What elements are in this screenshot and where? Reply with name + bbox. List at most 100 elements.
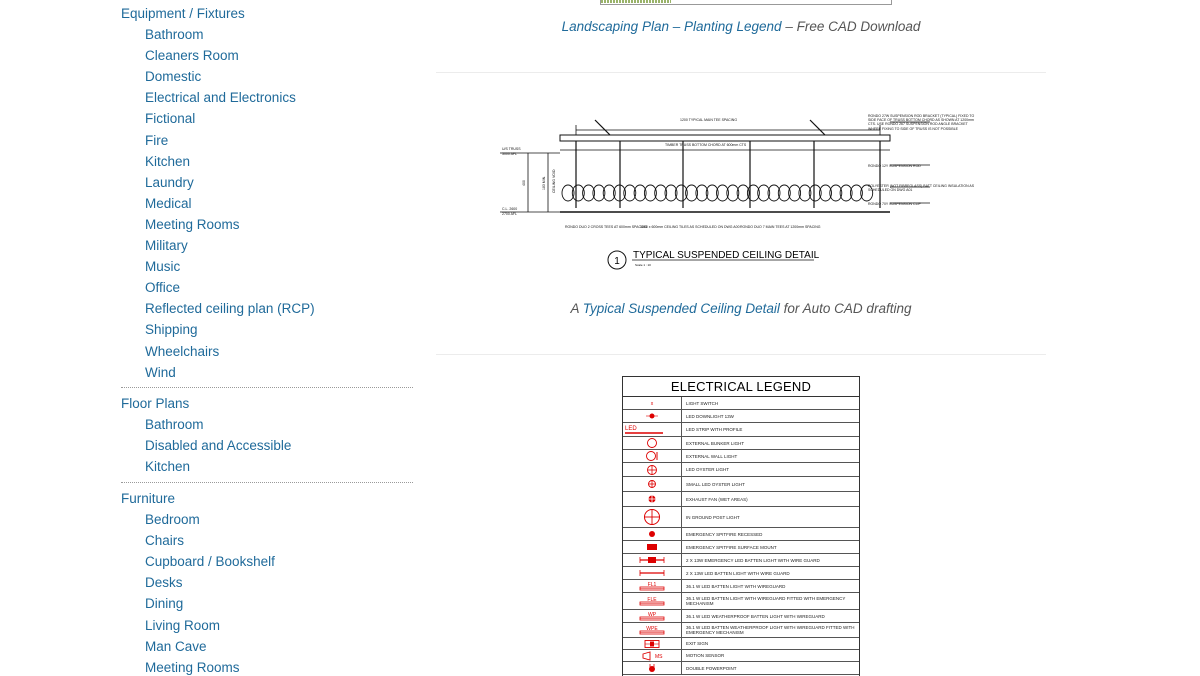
legend-text: EXTERNAL BUNKER LIGHT [686,440,745,446]
legend-symbol-exit-icon [623,638,682,649]
legend-text: MOTION SENSOR [686,653,725,658]
sidebar-item-shipping[interactable]: Shipping [145,322,198,338]
sidebar-item-wind[interactable]: Wind [145,364,176,380]
legend-text: 36.1 W LED BATTEN LIGHT WITH WIREGUARD [686,583,786,589]
category-furniture[interactable]: Furniture [121,491,176,506]
sidebar-item-medical[interactable]: Medical [145,195,192,211]
legend-row: FLE 36.1 W LED BATTEN LIGHT WITH WIREGUAR… [623,593,859,610]
legend-symbol-dot-star-icon [623,410,682,422]
sidebar-item-cupboard-bookshelf[interactable]: Cupboard / Bookshelf [145,554,275,570]
legend-symbol-ms-icon: MS [623,650,682,661]
sidebar-item-bathroom[interactable]: Bathroom [145,417,204,432]
sidebar-item-kitchen[interactable]: Kitchen [145,459,191,475]
legend-row: SMALL LED OYSTER LIGHT [623,477,859,492]
ceiling-label-left-2b: 2700 AFL [502,212,517,216]
electrical-legend-title: ELECTRICAL LEGEND [623,377,859,397]
legend-row: EMERGENCY SPITFIRE SURFACE MOUNT [623,541,859,554]
ceiling-link[interactable]: Typical Suspended Ceiling Detail [582,301,780,316]
sidebar-item-kitchen[interactable]: Kitchen [145,153,191,169]
sidebar-item-desks[interactable]: Desks [145,575,183,591]
ceiling-label-right-1: RONDO 27W SUSPENSION ROD BRACKET (TYPICA… [868,114,975,131]
svg-text:x: x [651,401,654,407]
legend-symbol-wpe-icon: WPE [623,623,682,637]
sidebar-item-living-room[interactable]: Living Room [145,617,221,633]
svg-text:LED: LED [625,426,637,432]
legend-row: MS MOTION SENSOR [623,650,859,662]
sidebar-item-man-cave[interactable]: Man Cave [145,638,207,654]
sidebar-item-reflected-ceiling-plan-rcp[interactable]: Reflected ceiling plan (RCP) [145,301,315,317]
sidebar-item-meeting-rooms[interactable]: Meeting Rooms [145,659,240,675]
legend-text: LED DOWNLIGHT 13W [686,413,734,419]
legend-row: DOUBLE POWERPOINT [623,662,859,675]
category-floor-plans[interactable]: Floor Plans [121,396,190,411]
sidebar-item-laundry[interactable]: Laundry [145,174,194,190]
legend-symbol-dp-icon [623,662,682,674]
landscaping-link[interactable]: Landscaping Plan – Planting Legend [561,19,782,34]
landscaping-plan-image[interactable] [600,0,892,5]
sidebar-item-military[interactable]: Military [145,238,188,253]
sidebar-item-office[interactable]: Office [145,280,181,296]
legend-row: EXHAUST FAN (WET AREAS) [623,492,859,507]
ceiling-label-bottom-1: RONDO DUO 2 CROSS TEES AT 600mm SPACING [565,225,647,229]
legend-symbol-fle-icon: FLE [623,593,682,609]
ceiling-label-right-4: RONDO 70Y SUSPENSION CLIP [868,202,922,206]
sidebar-item-chairs[interactable]: Chairs [145,533,185,549]
ceiling-label-left-1: U/S TRUSS [502,147,521,151]
legend-text: LED STRIP WITH PROFILE [686,427,743,432]
sidebar-item-music[interactable]: Music [145,259,181,275]
sidebar-item-fictional[interactable]: Fictional [145,111,196,127]
svg-text:FLE: FLE [647,597,657,603]
legend-row: 2 x 13w EMERGENCY LED BATTEN LIGHT WITH … [623,554,859,567]
legend-text: EXHAUST FAN (WET AREAS) [686,496,748,502]
sidebar-item-electrical-and-electronics[interactable]: Electrical and Electronics [145,90,296,106]
ceiling-label-chord: TIMBER TRUSS BOTTOM CHORD AT 600mm CTS [665,143,747,147]
legend-text: SMALL LED OYSTER LIGHT [686,481,745,487]
sidebar-item-bathroom[interactable]: Bathroom [145,27,204,42]
legend-row: EXIT SIGN [623,638,859,650]
svg-text:WPE: WPE [646,626,658,632]
ceiling-label-vert-2: 183 MIN. [542,176,546,190]
legend-row: IN GROUND POST LIGHT [623,507,859,528]
sidebar-item-bedroom[interactable]: Bedroom [145,512,200,527]
sidebar-item-cleaners-room[interactable]: Cleaners Room [145,48,239,64]
legend-row: 2 x 13w LED BATTEN LIGHT WITH WIRE GUARD [623,567,859,580]
legend-symbol-circle-cross-big-icon [623,507,682,527]
category-equipment-fixtures[interactable]: Equipment / Fixtures [121,6,245,21]
ceiling-label-right-2: RONDO 12Y SUSPENSION ROD [868,164,921,168]
legend-text: 36.1 W LED WEATHERPROOF BATTEN LIGHT WIT… [686,613,825,619]
legend-symbol-fl1-icon: FL1 [623,580,682,592]
legend-row: LED OYSTER LIGHT [623,463,859,477]
separator [121,482,413,483]
legend-row: EXTERNAL WALL LIGHT [623,450,859,463]
legend-row: WPE 36.1 W LED BATTEN WEATHERPROOF LIGHT … [623,623,859,638]
ceiling-detail-image[interactable]: 1200 TYPICAL MAIN TEE SPACING TIMBER TRU… [500,108,1040,270]
ceiling-label-left-1b: 3000 AFL [502,152,517,156]
sidebar-item-fire[interactable]: Fire [145,132,169,148]
ceiling-label-bottom-2: 1200 x 600mm CEILING TILES AS SCHEDULED … [640,225,740,229]
sidebar-item-wheelchairs[interactable]: Wheelchairs [145,343,220,359]
legend-symbol-rect-icon [623,541,682,553]
ceiling-detail-title: TYPICAL SUSPENDED CEILING DETAIL [633,250,820,261]
sidebar-item-dining[interactable]: Dining [145,596,184,612]
landscaping-caption-rest: – Free CAD Download [781,19,921,34]
legend-symbol-batten-e-icon [623,554,682,566]
legend-text: 36.1 W LED BATTEN WEATHERPROOF LIGHT WIT… [686,625,855,635]
legend-symbol-circle-cross-small-icon [623,477,682,491]
separator [121,387,413,388]
legend-text: 2 x 13w EMERGENCY LED BATTEN LIGHT WITH … [686,557,820,563]
legend-row: EXTERNAL BUNKER LIGHT [623,437,859,450]
legend-symbol-batten-icon [623,567,682,579]
legend-text: IN GROUND POST LIGHT [686,514,740,520]
legend-row: EMERGENCY SPITFIRE RECESSED [623,528,859,541]
legend-text: 36.1 W LED BATTEN LIGHT WITH WIREGUARD F… [686,596,846,606]
legend-symbol-led-icon: LED [623,423,682,436]
legend-symbol-x-icon: x [623,397,682,409]
landscaping-caption: Landscaping Plan – Planting Legend – Fre… [436,19,1046,34]
sidebar-item-meeting-rooms[interactable]: Meeting Rooms [145,216,240,232]
sidebar-item-disabled-and-accessible[interactable]: Disabled and Accessible [145,438,292,454]
sidebar-item-domestic[interactable]: Domestic [145,69,202,85]
legend-symbol-circle-bar-icon [623,450,682,462]
legend-symbol-dot-icon [623,528,682,540]
